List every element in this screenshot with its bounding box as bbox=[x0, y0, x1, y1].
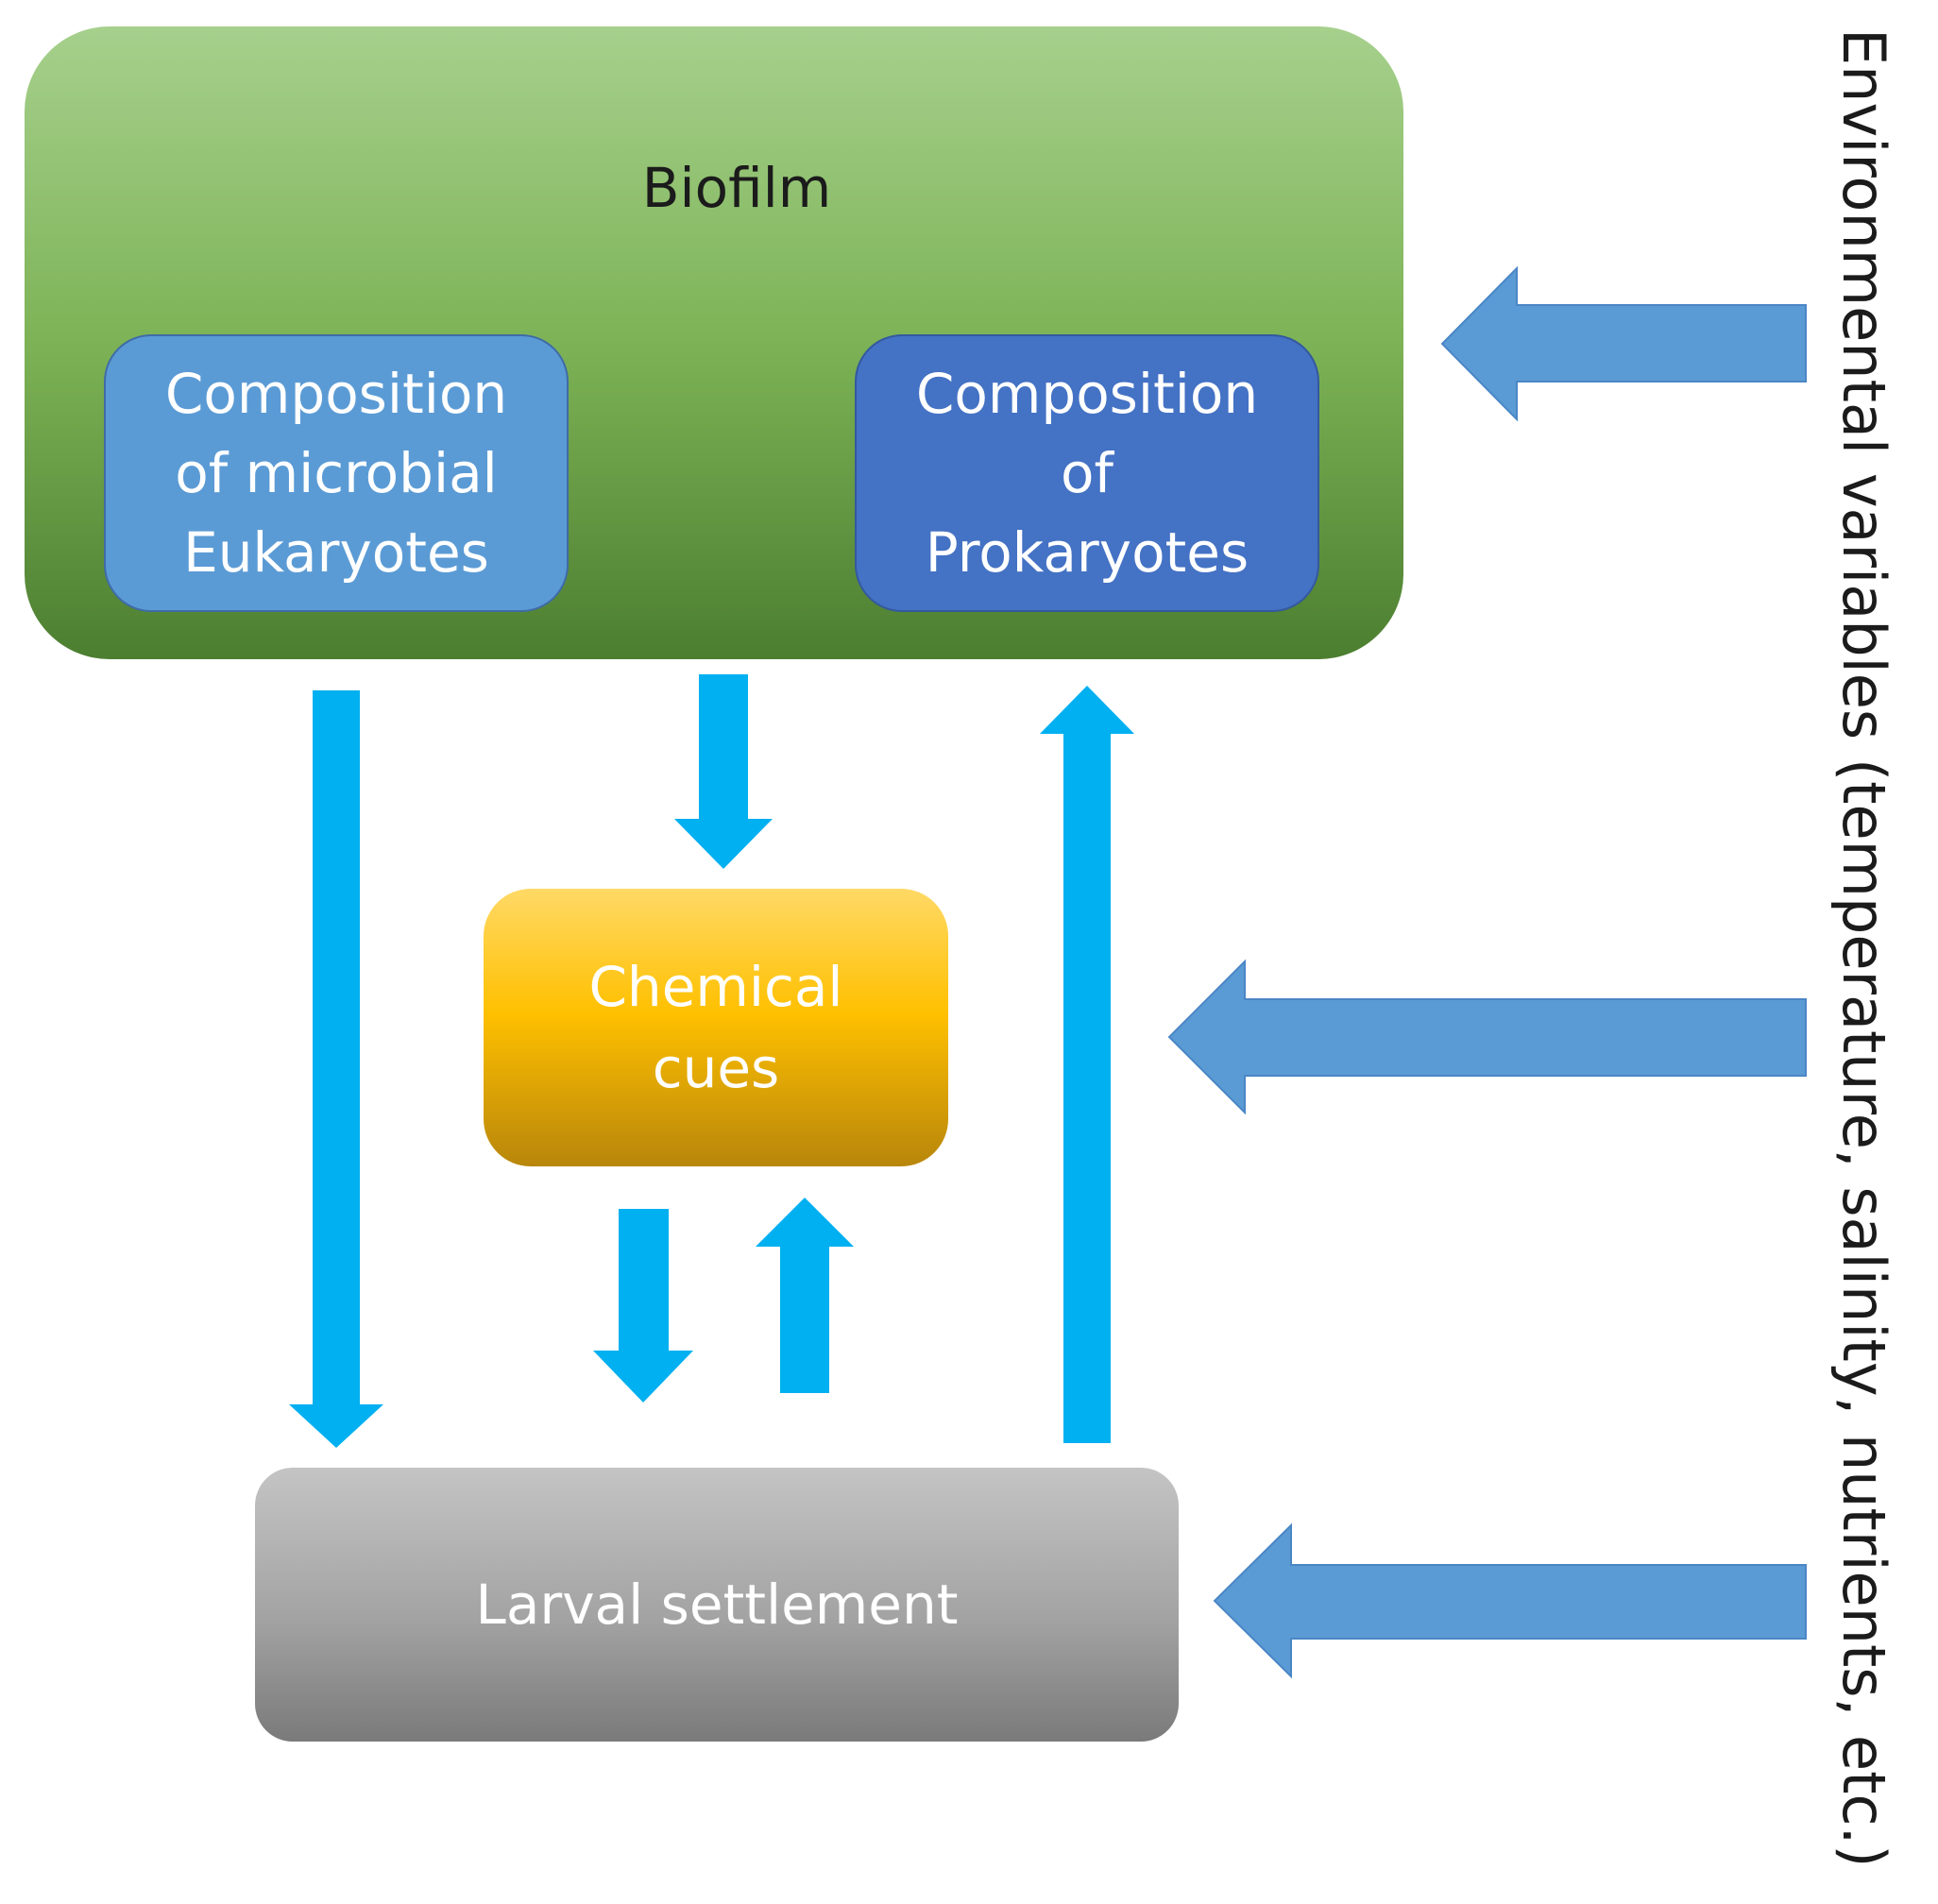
arrow-larval-to-prokaryotes bbox=[1040, 686, 1134, 1443]
arrow-environment-to-biofilm bbox=[1440, 265, 1807, 422]
arrow-chemical-to-larval bbox=[593, 1209, 693, 1402]
arrow-larval-to-chemical bbox=[756, 1198, 854, 1393]
arrow-environment-to-chemical bbox=[1167, 959, 1807, 1115]
arrow-eukaryotes-to-larval bbox=[289, 690, 383, 1448]
prokaryotes-composition-box: Composition of Prokaryotes bbox=[855, 334, 1319, 612]
arrow-biofilm-to-chemical bbox=[674, 674, 773, 869]
chemical-cues-box: Chemical cues bbox=[484, 889, 948, 1166]
arrow-environment-to-larval bbox=[1213, 1522, 1807, 1679]
larval-settlement-box: Larval settlement bbox=[255, 1468, 1179, 1742]
biofilm-title: Biofilm bbox=[641, 156, 832, 220]
eukaryotes-composition-box: Composition of microbial Eukaryotes bbox=[104, 334, 569, 612]
environmental-variables-label: Environmental variables (temperature, sa… bbox=[1829, 28, 1898, 1868]
